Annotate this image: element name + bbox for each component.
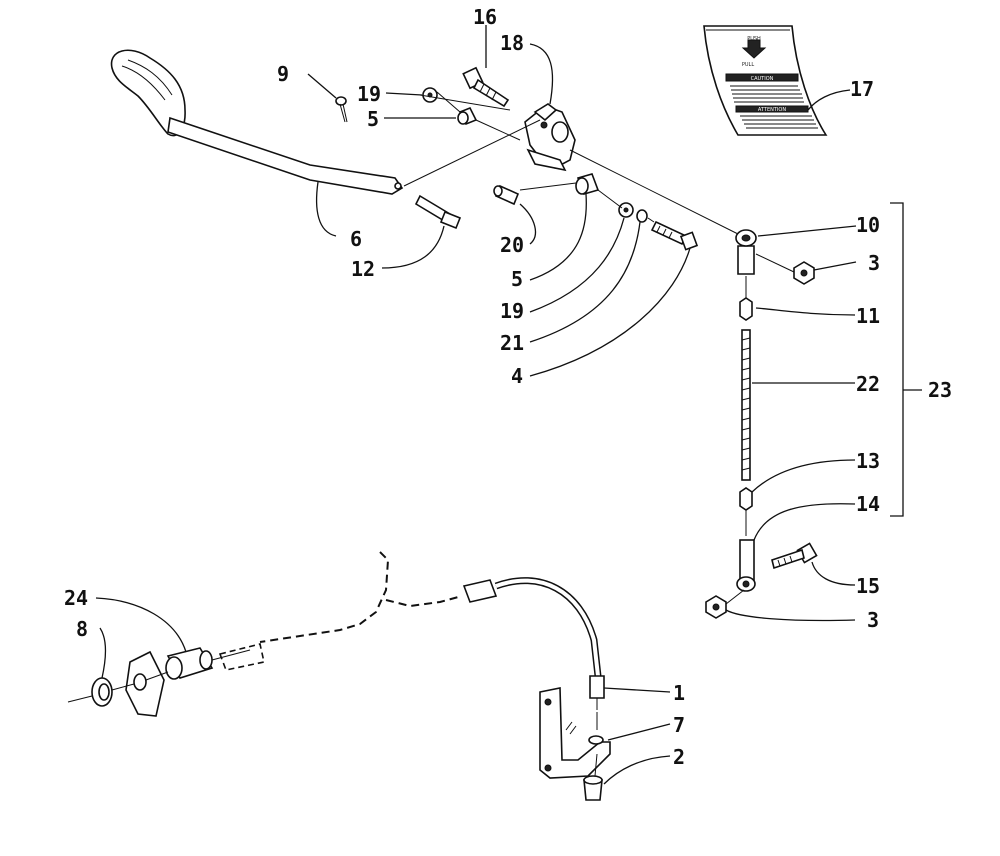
callout-23: 23 xyxy=(928,378,952,402)
washer-19-top xyxy=(422,87,438,103)
bolt-12 xyxy=(414,194,462,230)
callout-1: 1 xyxy=(673,681,685,705)
callout-6: 6 xyxy=(350,227,362,251)
washer-19-lower xyxy=(618,202,634,218)
lock-washer-21 xyxy=(636,209,648,223)
cable-bracket-7 xyxy=(539,687,611,779)
callout-5-lower: 5 xyxy=(511,267,523,291)
warning-decal: PUSH PULL CAUTION ATTENTION xyxy=(703,25,828,136)
rod-end-14 xyxy=(736,539,756,592)
callout-13: 13 xyxy=(856,449,880,473)
bushing-2 xyxy=(583,775,603,801)
callout-10: 10 xyxy=(856,213,880,237)
ignition-switch-24 xyxy=(165,647,251,680)
callout-8: 8 xyxy=(76,617,88,641)
threaded-rod-22 xyxy=(741,329,751,481)
callout-16: 16 xyxy=(473,5,497,29)
callout-2: 2 xyxy=(673,745,685,769)
callout-3-bottom: 3 xyxy=(867,608,879,632)
callout-7: 7 xyxy=(673,713,685,737)
callout-24: 24 xyxy=(64,586,88,610)
nut-3-top xyxy=(793,261,815,285)
decal-push-label: PUSH xyxy=(747,36,761,42)
cotter-pin xyxy=(335,96,348,123)
callout-18: 18 xyxy=(500,31,524,55)
decal-caution-label: CAUTION xyxy=(751,76,774,82)
leader-lines xyxy=(95,25,857,785)
callout-4: 4 xyxy=(511,364,523,388)
callout-17: 17 xyxy=(850,77,874,101)
callout-19-lower: 19 xyxy=(500,299,524,323)
shift-lever xyxy=(110,49,404,195)
callout-12: 12 xyxy=(351,257,375,281)
callout-19-top: 19 xyxy=(357,82,381,106)
callout-14: 14 xyxy=(856,492,880,516)
decal-pull-label: PULL xyxy=(742,62,754,68)
callout-15: 15 xyxy=(856,574,880,598)
callout-3-top: 3 xyxy=(868,251,880,275)
spacer-5-lower xyxy=(575,173,600,195)
pin-20 xyxy=(493,184,520,206)
locking-ring-8 xyxy=(91,677,113,707)
mount-plate xyxy=(125,650,165,717)
callout-9: 9 xyxy=(277,62,289,86)
decal-attention-label: ATTENTION xyxy=(758,107,786,113)
nut-3-bottom xyxy=(705,595,727,619)
jam-nut-13 xyxy=(739,487,753,511)
bolt-15 xyxy=(771,542,818,570)
rod-end-10 xyxy=(735,229,757,275)
callout-21: 21 xyxy=(500,331,524,355)
callout-labels: 16 18 17 9 19 5 10 3 6 12 20 5 19 21 4 1… xyxy=(64,5,952,769)
spacer-5-top xyxy=(457,106,478,126)
jam-nut-11 xyxy=(739,297,753,321)
callout-20: 20 xyxy=(500,233,524,257)
bolt-4 xyxy=(650,220,699,251)
callout-22: 22 xyxy=(856,372,880,396)
wiring-harness xyxy=(218,551,605,710)
callout-11: 11 xyxy=(856,304,880,328)
pivot-bracket xyxy=(524,103,576,172)
bolt-16 xyxy=(462,66,510,108)
callout-5-top: 5 xyxy=(367,107,379,131)
